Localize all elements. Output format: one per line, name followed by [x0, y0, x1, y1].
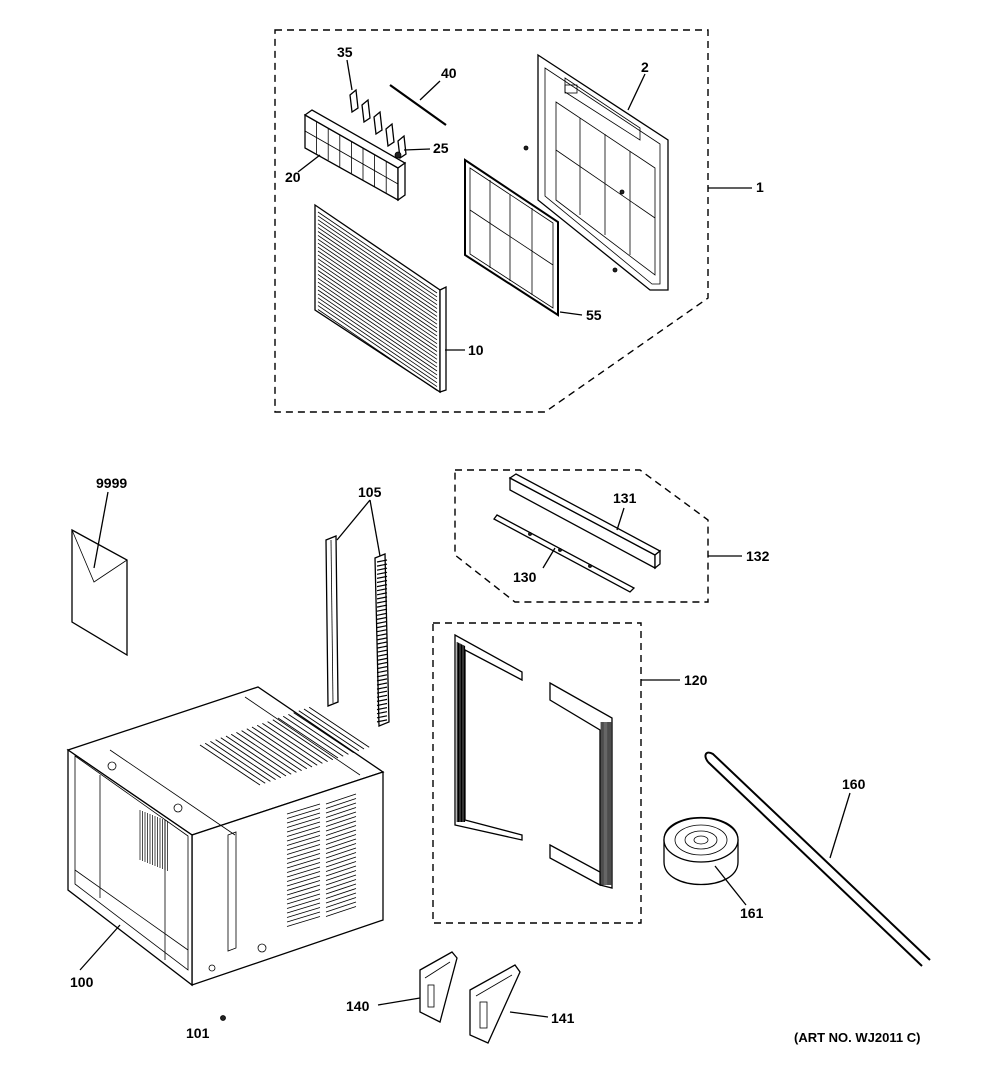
assembly-1-boundary: [274, 29, 709, 413]
callout-161: 161: [740, 905, 764, 921]
part-2-front-frame: [523, 53, 669, 291]
assembly-132-boundary: [454, 469, 709, 603]
part-55-filter: [464, 158, 559, 317]
callout-25: 25: [433, 140, 449, 156]
part-160-foam-strip: [704, 751, 931, 967]
part-140-bracket: [377, 951, 458, 1023]
part-20-louver-assembly: [303, 109, 407, 202]
callout-140: 140: [346, 998, 370, 1014]
callout-105: 105: [358, 484, 382, 500]
callout-141: 141: [551, 1010, 575, 1026]
callout-55: 55: [586, 307, 602, 323]
callout-131: 131: [613, 490, 637, 506]
part-120-right-curtain: [549, 681, 613, 889]
part-141-bracket: [469, 964, 549, 1044]
callout-9999: 9999: [96, 475, 127, 491]
callout-160: 160: [842, 776, 866, 792]
part-161-foam-roll: [663, 816, 747, 906]
callout-20: 20: [285, 169, 301, 185]
leader-lines-assembly-132: [542, 507, 742, 569]
part-40-rod: [389, 84, 447, 126]
art-number: (ART NO. WJ2011 C): [794, 1030, 920, 1045]
part-131-top-rail: [508, 473, 662, 570]
part-9999-literature: [71, 491, 128, 657]
part-120-left-curtain: [454, 633, 523, 841]
callout-40: 40: [441, 65, 457, 81]
callout-130: 130: [513, 569, 537, 585]
part-130-sill-rail: [493, 514, 636, 593]
callout-120: 120: [684, 672, 708, 688]
callout-35: 35: [337, 44, 353, 60]
part-101-screw: [220, 1015, 226, 1021]
assembly-120-boundary: [432, 622, 642, 924]
callout-132: 132: [746, 548, 770, 564]
callout-2: 2: [641, 59, 649, 75]
leader-lines-assembly-1: [297, 59, 752, 351]
part-105-side-seals: [325, 499, 390, 727]
callout-10: 10: [468, 342, 484, 358]
part-25-pin: [394, 151, 402, 159]
part-100-cabinet: [66, 686, 385, 987]
callout-100: 100: [70, 974, 94, 990]
callout-1: 1: [756, 179, 764, 195]
part-10-front-grille: [314, 203, 447, 394]
callout-101: 101: [186, 1025, 210, 1041]
